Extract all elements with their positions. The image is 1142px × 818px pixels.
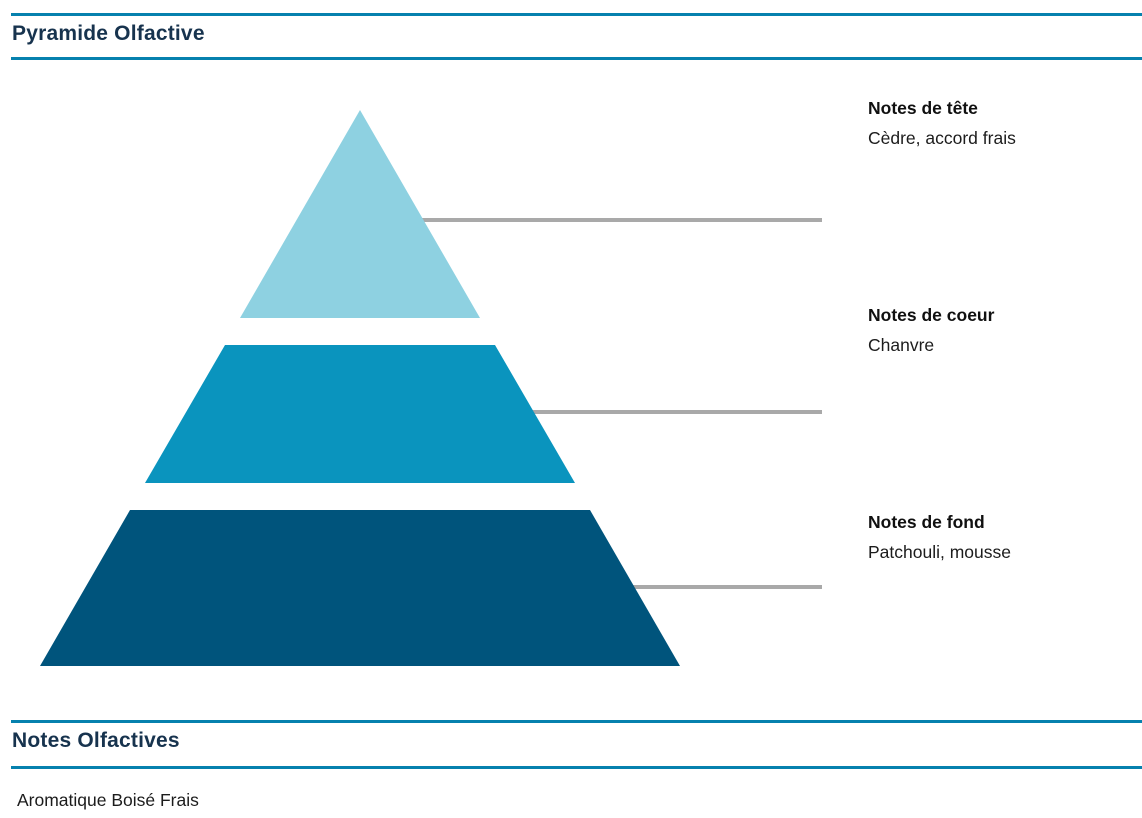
olfactory-family-value: Aromatique Boisé Frais [17, 790, 199, 810]
tier-label-notes: Chanvre [868, 335, 935, 355]
section-rule-top [11, 13, 1142, 16]
pyramid-tier-tete [240, 110, 480, 318]
section-rule-bottom [11, 57, 1142, 60]
tier-label-title: Notes de coeur [868, 305, 995, 325]
tier-label-notes: Cèdre, accord frais [868, 128, 1016, 148]
notes-section-title: Notes Olfactives [12, 729, 180, 752]
pyramid-section-title: Pyramide Olfactive [12, 22, 205, 45]
tier-label-fond: Notes de fond Patchouli, mousse [868, 507, 1128, 567]
tier-label-tete: Notes de tête Cèdre, accord frais [868, 93, 1128, 153]
connector-line-coeur [522, 410, 822, 414]
tier-label-title: Notes de tête [868, 98, 978, 118]
pyramid-tier-fond [40, 510, 680, 666]
section-rule-bottom [11, 766, 1142, 769]
tier-label-coeur: Notes de coeur Chanvre [868, 300, 1128, 360]
tier-label-notes: Patchouli, mousse [868, 542, 1011, 562]
section-rule-top [11, 720, 1142, 723]
connector-line-fond [623, 585, 822, 589]
tier-label-title: Notes de fond [868, 512, 985, 532]
connector-line-tete [416, 218, 822, 222]
pyramid-tier-coeur [145, 345, 575, 483]
